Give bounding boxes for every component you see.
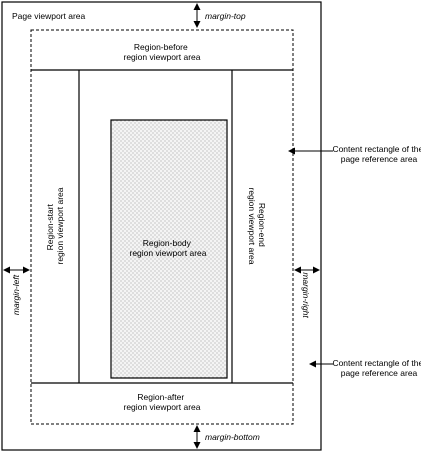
region-body [110,119,228,379]
region-before-label: Region-before region viewport area [123,42,200,62]
content-rect-lower-label: Content rectangle of the page reference … [332,358,421,378]
region-start-label: Region-start region viewport area [45,187,65,264]
margin-top-label: margin-top [205,11,246,21]
margin-bottom-label: margin-bottom [205,432,260,442]
page-viewport-label: Page viewport area [12,11,86,21]
content-rect-upper-label: Content rectangle of the page reference … [332,144,421,164]
region-after-label: Region-after region viewport area [123,392,200,412]
page-viewport-border [1,1,322,451]
margin-left-label: margin-left [11,274,21,315]
content-rectangle-border [30,29,294,425]
margin-right-label: margin-right [301,272,311,318]
region-body-label: Region-body region viewport area [129,238,206,258]
region-end-label: Region-end region viewport area [247,187,267,264]
